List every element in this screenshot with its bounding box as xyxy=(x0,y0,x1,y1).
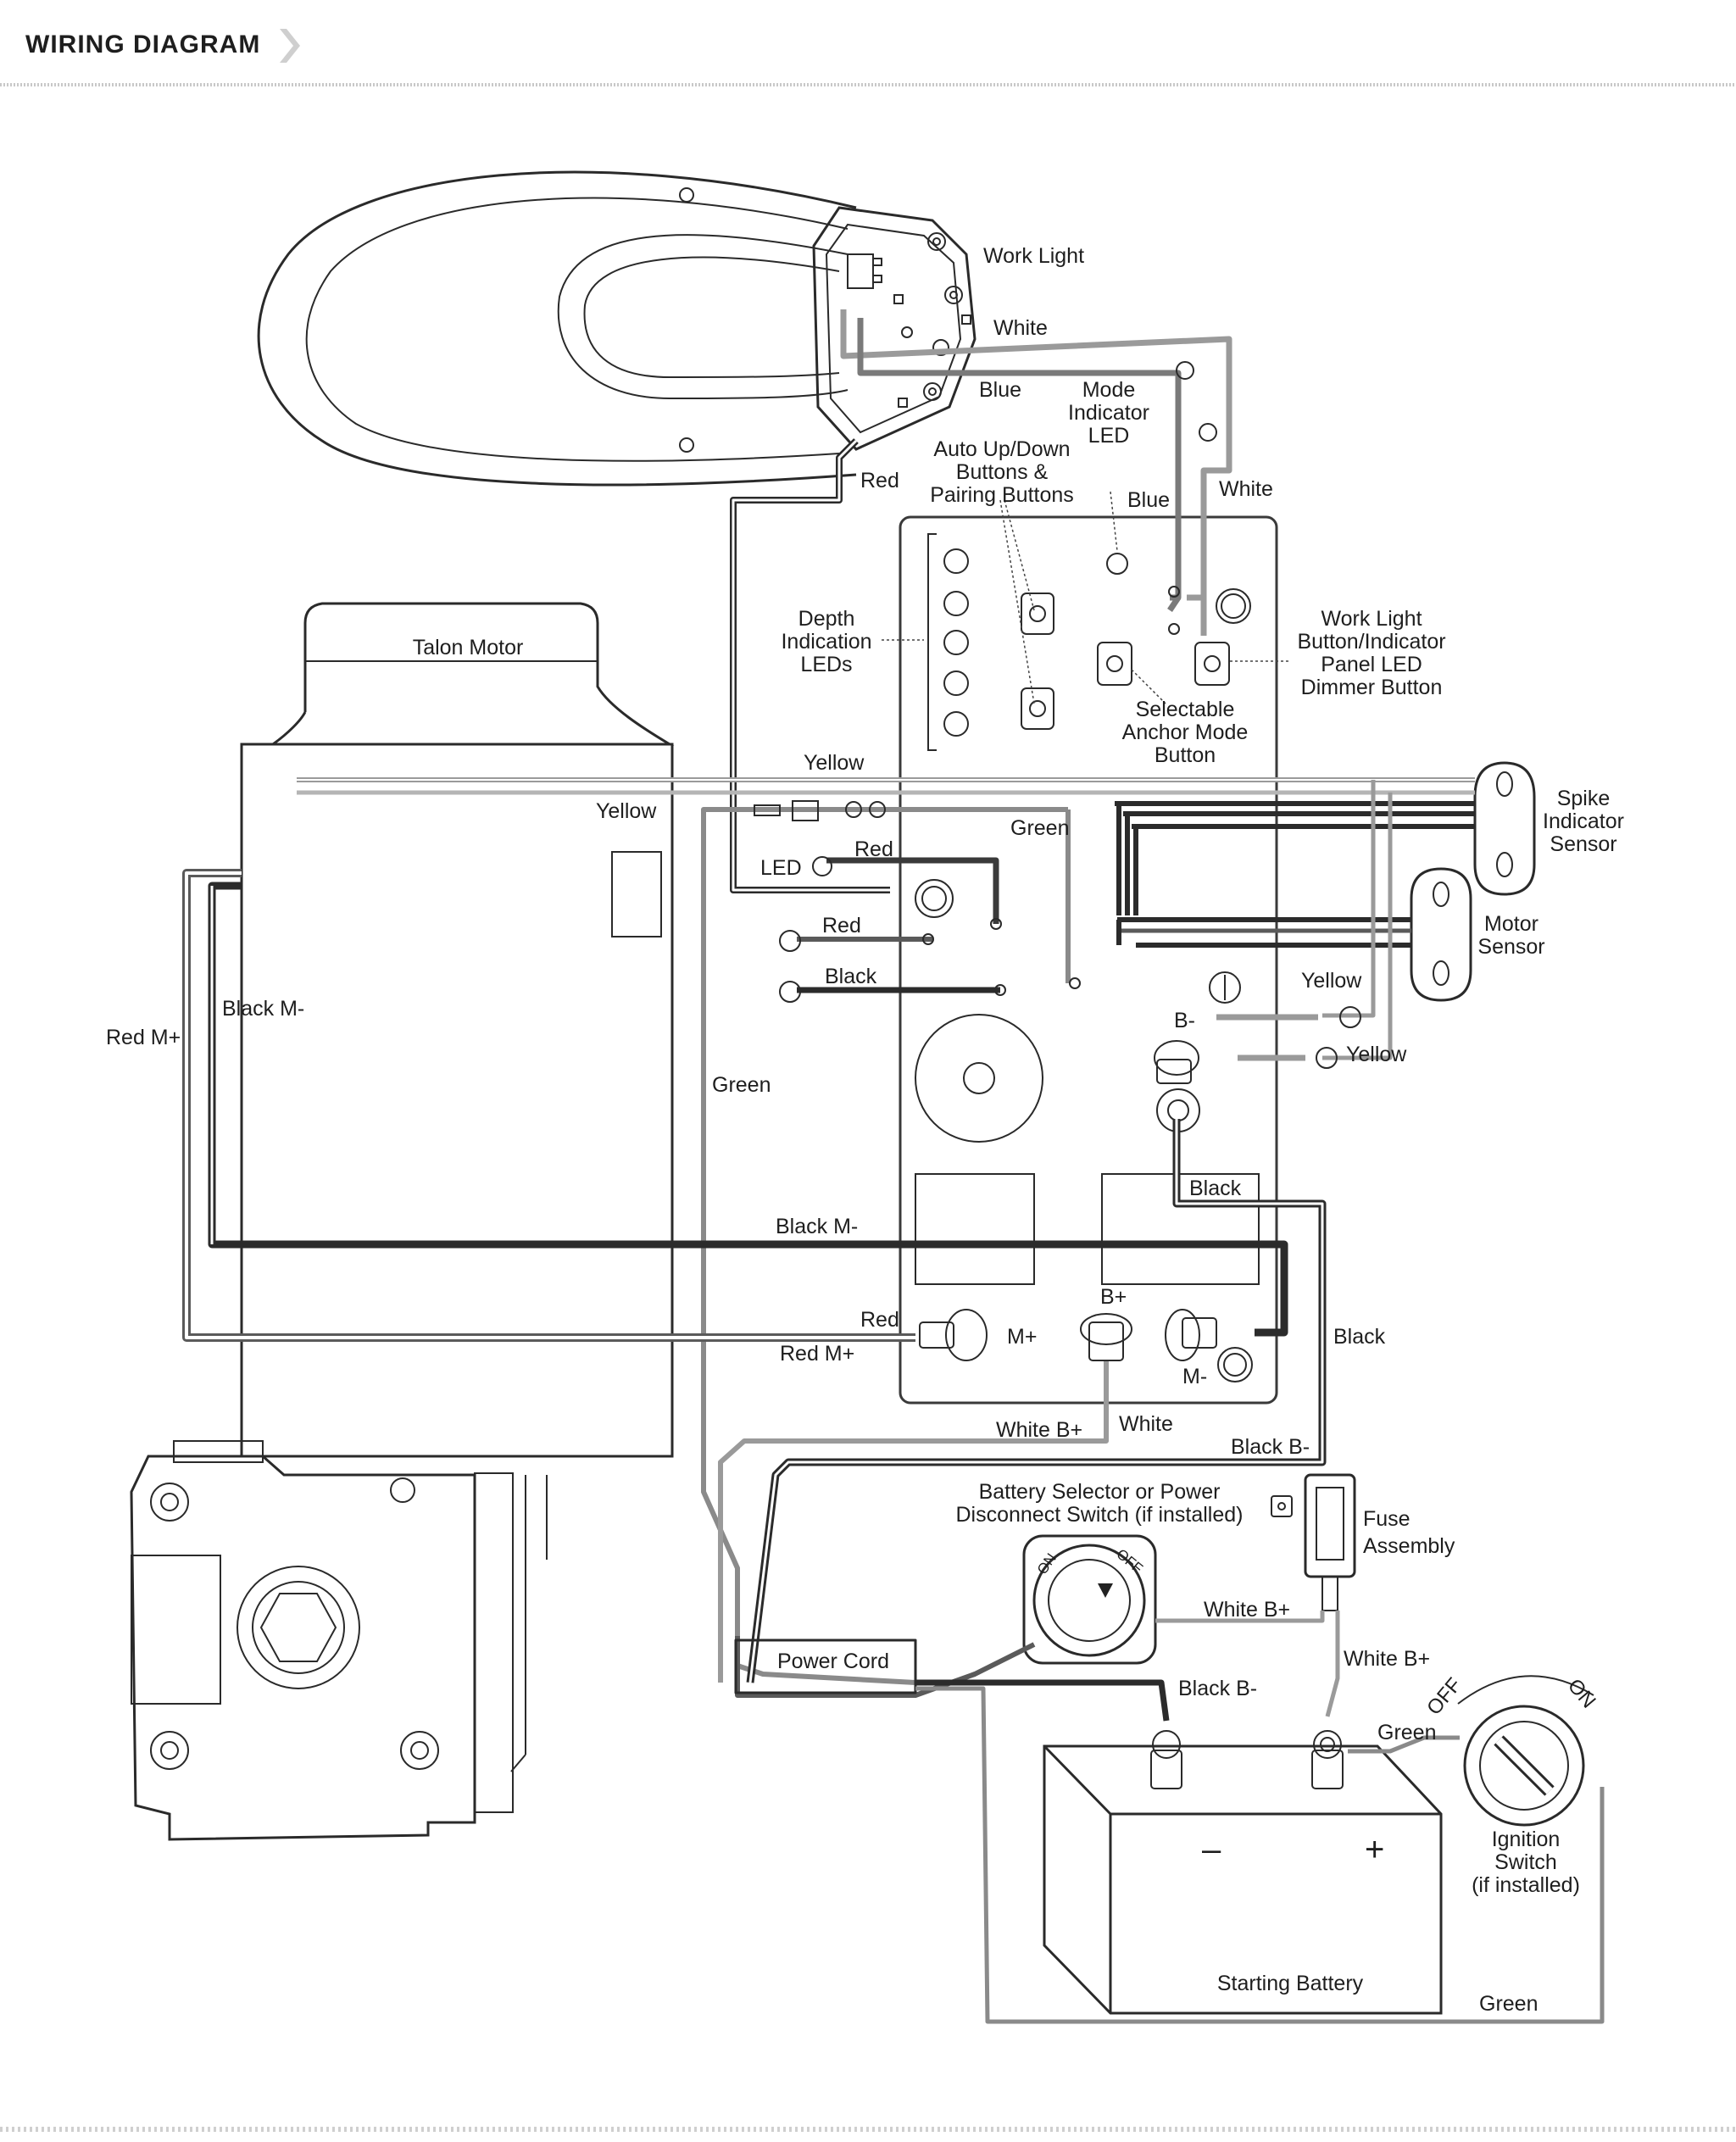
leader-lines xyxy=(882,491,1288,704)
label-white-top: White xyxy=(993,316,1048,340)
ignition-on-label: ON xyxy=(1563,1675,1600,1713)
spike-indicator-sensor xyxy=(1473,761,1536,896)
label-selectable-anchor-3: Button xyxy=(1155,743,1216,767)
label-red-m-plus: Red M+ xyxy=(780,1342,854,1366)
auto-up-down-button-1[interactable] xyxy=(1021,593,1054,635)
label-green-battery: Green xyxy=(1377,1721,1436,1744)
label-black-b-minus-2: Black B- xyxy=(1178,1677,1257,1700)
label-blue-mid: Blue xyxy=(1127,488,1170,512)
red-m-plus-wire xyxy=(182,869,915,1342)
label-fuse-assembly-1: Fuse xyxy=(1363,1507,1410,1531)
label-depth-leds-3: LEDs xyxy=(800,653,852,676)
wires xyxy=(182,309,1605,2024)
label-b-minus: B- xyxy=(1174,1009,1195,1032)
label-starting-battery: Starting Battery xyxy=(1217,1972,1364,1995)
fuse-assembly xyxy=(1271,1473,1356,1611)
label-yellow-left: Yellow xyxy=(596,799,657,823)
label-red-led: Red xyxy=(854,837,893,861)
label-black-right: Black xyxy=(1333,1325,1386,1349)
label-talon-motor: Talon Motor xyxy=(413,636,524,659)
label-white-b-plus-1: White B+ xyxy=(996,1418,1082,1442)
label-depth-leds-1: Depth xyxy=(798,607,855,631)
label-depth-leds-2: Indication xyxy=(781,630,871,654)
label-b-plus: B+ xyxy=(1100,1285,1127,1309)
label-white-b-plus-2: White B+ xyxy=(1204,1598,1290,1622)
label-work-light-button-3: Panel LED xyxy=(1321,653,1422,676)
label-red-small: Red xyxy=(860,1308,899,1332)
label-ignition-switch-3: (if installed) xyxy=(1472,1873,1580,1897)
label-green-top: Green xyxy=(1010,816,1069,840)
work-light-dimmer-button[interactable] xyxy=(1194,642,1230,686)
label-m-minus: M- xyxy=(1182,1365,1207,1388)
label-black-mid: Black xyxy=(825,965,877,988)
auto-up-down-button-2[interactable] xyxy=(1021,687,1054,730)
header-title: WIRING DIAGRAM xyxy=(25,31,260,58)
label-battery-plus: + xyxy=(1365,1831,1384,1868)
motor-sensor xyxy=(1410,867,1472,1002)
label-battery-minus: – xyxy=(1202,1831,1221,1868)
mode-indicator-led xyxy=(1106,553,1128,575)
label-spike-sensor-1: Spike xyxy=(1557,787,1611,810)
label-led: LED xyxy=(760,856,802,880)
label-spike-sensor-2: Indicator xyxy=(1543,810,1624,833)
label-ignition-switch-1: Ignition xyxy=(1492,1828,1561,1851)
label-motor-sensor-2: Sensor xyxy=(1477,935,1544,959)
label-auto-up-down-2: Buttons & xyxy=(956,460,1049,484)
label-mode-indicator-2: Indicator xyxy=(1068,401,1149,425)
black-m-minus-wire xyxy=(208,882,1288,1337)
label-white-mid: White xyxy=(1219,477,1273,501)
label-yellow-r2: Yellow xyxy=(1346,1043,1407,1066)
label-mode-indicator-1: Mode xyxy=(1082,378,1136,402)
starting-battery xyxy=(1043,1730,1443,2015)
selector-on-label: ON xyxy=(1034,1550,1060,1577)
label-work-light-button-2: Button/Indicator xyxy=(1297,630,1445,654)
label-black-m-minus-left: Black M- xyxy=(222,997,304,1021)
label-selectable-anchor-2: Anchor Mode xyxy=(1122,720,1249,744)
header-chevron-icon xyxy=(280,29,300,63)
label-selectable-anchor-1: Selectable xyxy=(1136,698,1235,721)
label-fuse-assembly-2: Assembly xyxy=(1363,1534,1455,1558)
label-blue-top: Blue xyxy=(979,378,1021,402)
label-green-bottom: Green xyxy=(1479,1992,1538,2016)
label-white-b-plus-3: White B+ xyxy=(1344,1647,1430,1671)
remote-transmitter xyxy=(257,170,976,487)
label-battery-selector-1: Battery Selector or Power xyxy=(979,1480,1221,1504)
label-work-light-button-1: Work Light xyxy=(1321,607,1422,631)
talon-motor xyxy=(130,602,675,1841)
green-wire xyxy=(701,807,916,1685)
label-mode-indicator-3: LED xyxy=(1088,424,1130,448)
selectable-anchor-mode-button[interactable] xyxy=(1097,642,1132,686)
label-yellow-r1: Yellow xyxy=(1301,969,1362,993)
power-cord xyxy=(735,1636,1036,1698)
label-work-light: Work Light xyxy=(983,244,1084,268)
label-m-plus: M+ xyxy=(1007,1325,1037,1349)
label-red-top: Red xyxy=(860,469,899,492)
white-b-plus-wire xyxy=(718,1360,1109,1683)
label-work-light-button-4: Dimmer Button xyxy=(1301,676,1443,699)
label-power-cord: Power Cord xyxy=(777,1650,889,1673)
label-battery-selector-2: Disconnect Switch (if installed) xyxy=(955,1503,1243,1527)
label-black-b-terminal: Black xyxy=(1189,1177,1242,1200)
label-black-m-minus-mid: Black M- xyxy=(776,1215,858,1238)
control-panel xyxy=(899,515,1278,1405)
label-auto-up-down-1: Auto Up/Down xyxy=(933,437,1070,461)
label-auto-up-down-3: Pairing Buttons xyxy=(930,483,1074,507)
label-motor-sensor-1: Motor xyxy=(1484,912,1538,936)
label-red-m-plus-left: Red M+ xyxy=(106,1026,181,1049)
label-ignition-switch-2: Switch xyxy=(1494,1850,1557,1874)
labels: Work Light White Blue Mode Indicator LED… xyxy=(106,244,1624,2016)
label-red-mid: Red xyxy=(822,914,861,937)
ignition-switch[interactable]: OFF ON xyxy=(1422,1673,1600,1827)
connectors xyxy=(754,586,1217,1361)
ignition-off-label: OFF xyxy=(1422,1673,1466,1719)
label-yellow-top: Yellow xyxy=(804,751,865,775)
label-green-left: Green xyxy=(712,1073,771,1097)
battery-selector-switch[interactable]: ON OFF xyxy=(1022,1534,1157,1665)
label-white-small: White xyxy=(1119,1412,1173,1436)
label-spike-sensor-3: Sensor xyxy=(1550,832,1616,856)
header: WIRING DIAGRAM xyxy=(0,29,1736,86)
depth-indication-leds xyxy=(927,533,969,751)
label-black-b-minus: Black B- xyxy=(1231,1435,1310,1459)
